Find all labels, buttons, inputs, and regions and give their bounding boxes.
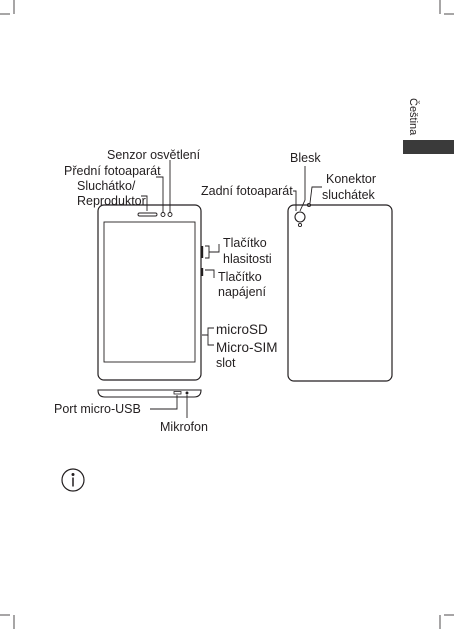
label-microsim-2: slot xyxy=(216,356,236,370)
light-sensor-dot xyxy=(167,212,173,217)
label-flash: Blesk xyxy=(290,151,321,165)
label-power-2: napájení xyxy=(218,285,266,299)
label-volume-1: Tlačítko xyxy=(223,236,267,250)
usb-port xyxy=(173,391,182,395)
front-camera-dot xyxy=(160,212,166,217)
label-volume-2: hlasitosti xyxy=(223,252,272,266)
label-earpiece-1: Sluchátko/ xyxy=(77,179,136,193)
flash-dot xyxy=(297,222,303,228)
label-microsim-1: Micro-SIM xyxy=(216,340,278,355)
phone-front xyxy=(97,204,204,381)
label-microphone: Mikrofon xyxy=(160,420,208,434)
rear-camera-lens xyxy=(294,211,306,223)
label-microsd: microSD xyxy=(216,322,268,337)
headset-jack xyxy=(306,202,312,208)
phone-back xyxy=(287,202,393,382)
label-front-camera: Přední fotoaparát xyxy=(64,164,161,178)
mic-hole xyxy=(185,391,189,395)
language-tab-marker xyxy=(403,140,454,154)
language-tab-label: Čeština xyxy=(407,98,419,136)
label-headset-2: sluchátek xyxy=(322,188,375,202)
label-headset-1: Konektor xyxy=(326,172,377,186)
label-light-sensor: Senzor osvětlení xyxy=(107,148,201,162)
earpiece-slot xyxy=(137,212,158,217)
label-usb-port: Port micro-USB xyxy=(54,402,141,416)
label-power-1: Tlačítko xyxy=(218,270,262,284)
label-rear-camera: Zadní fotoaparát xyxy=(201,184,293,198)
phone-bottom-edge xyxy=(97,389,202,398)
leader-lines xyxy=(141,160,322,418)
info-icon xyxy=(61,468,85,492)
label-earpiece-2: Reproduktor xyxy=(77,194,146,208)
